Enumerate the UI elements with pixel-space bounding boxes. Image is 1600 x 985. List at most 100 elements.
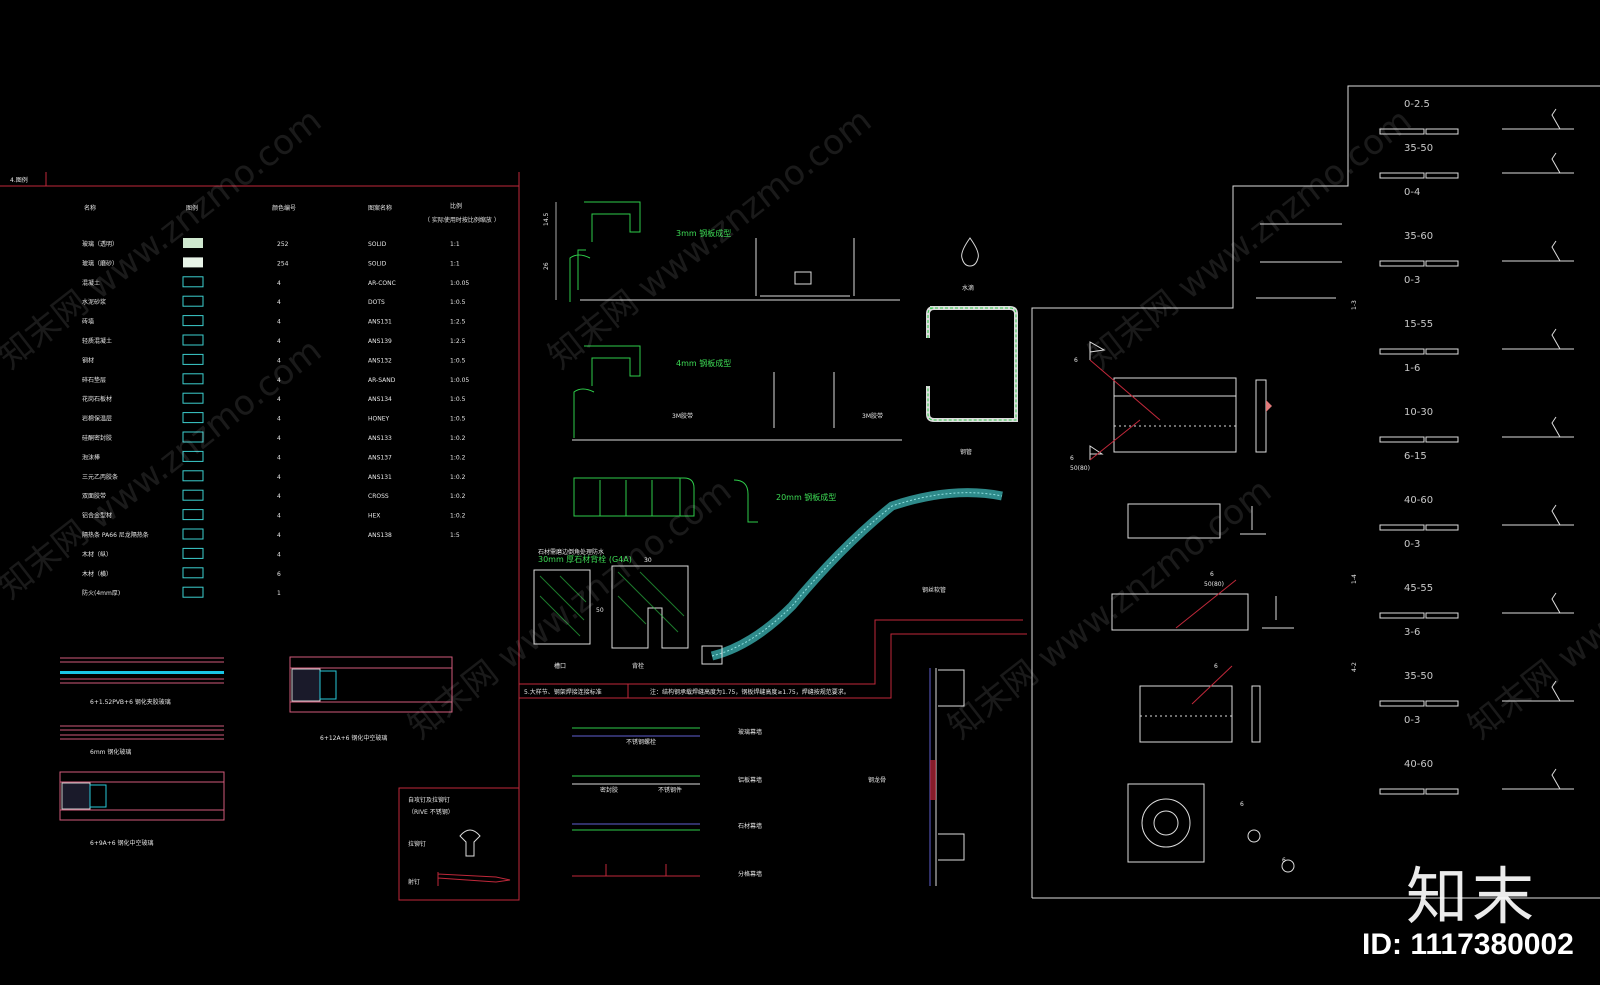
legend-row-name: 水泥砂浆: [82, 298, 106, 306]
weld-range-label: 1-6: [1404, 363, 1420, 374]
legend-section-title: 4.图例: [10, 176, 28, 184]
watermarks: 知末网 www.znzmo.com 知末网 www.znzmo.com 知末网 …: [0, 101, 1600, 747]
weld-range-row: 15-55: [1379, 319, 1574, 355]
watermark-7: 知末网 www.znzmo.com: [1461, 471, 1600, 747]
weld-joint-sketch: [1379, 700, 1459, 707]
legend-row-name: 砖墙: [82, 318, 94, 326]
weld-symbol-sketch: [1502, 768, 1574, 790]
legend-row-name: 岩棉保温层: [82, 415, 112, 423]
legend-row-name: 三元乙丙胶条: [82, 473, 118, 481]
legend-swatch: [182, 315, 204, 327]
legend-row-fill: ANS138: [368, 532, 392, 539]
legend-row-color: 4: [277, 299, 281, 306]
legend-row-name: 隔热条 PA66 尼龙隔热条: [82, 531, 149, 539]
drop-icon: [961, 237, 979, 267]
legend-swatch: [182, 470, 204, 482]
legend-row-fill: AR-CONC: [368, 280, 396, 287]
steel-tube: 钢管: [926, 306, 1018, 456]
legend-panel: 4.图例 名称 图例 颜色编号 图案名称 比例 （ 实际使用时按比例缩放 ） 玻…: [0, 172, 520, 900]
legend-row-color: 4: [277, 454, 281, 461]
weld-joint-sketch: [1379, 172, 1459, 179]
legend-row-fill: ANS139: [368, 338, 392, 345]
rivet-icon: [459, 829, 481, 857]
legend-header-fill: 图案名称: [368, 204, 392, 212]
weld-range-row: 0-3: [1404, 539, 1420, 550]
weld-range-row: 0-2.5: [1379, 99, 1574, 135]
panel-row-1: 玻璃幕墙: [738, 728, 762, 736]
weld-range-label: 3-6: [1404, 627, 1420, 638]
weld-range-row: 0-4: [1404, 187, 1420, 198]
weld-symbol-sketch: [1502, 504, 1574, 526]
legend-row-scale: 1:0.2: [450, 493, 466, 500]
legend-swatch: [182, 295, 204, 307]
legend-row-fill: DOTS: [368, 299, 385, 306]
legend-row-scale: 1:0.2: [450, 474, 466, 481]
weld-range-row: 40-60: [1379, 759, 1574, 795]
dim-14-5: 14.5: [543, 212, 550, 226]
weld-sub-1: 50(80): [1070, 465, 1090, 472]
legend-row: 木材（横）6: [82, 567, 281, 579]
legend-swatch: [182, 489, 204, 501]
legend-row-name: 钢材: [82, 356, 94, 364]
legend-row-scale: 1:0.2: [450, 454, 466, 461]
panel-row-2: 铝板幕墙: [738, 776, 762, 784]
legend-header-scale: 比例: [450, 202, 462, 210]
legend-row-color: 4: [277, 416, 281, 423]
weld-sym-2: 6: [1070, 455, 1074, 462]
legend-row-color: 4: [277, 474, 281, 481]
laminated-glass-label: 6+1.52PVB+6 钢化夹胶玻璃: [90, 698, 171, 706]
weld-sym-6: 6: [1282, 857, 1286, 864]
legend-swatch: [182, 509, 204, 521]
watermark-6: 知末网 www.znzmo.com: [941, 471, 1279, 747]
weld-range-label: 45-55: [1404, 583, 1433, 594]
insulated-glass-9a-section: 6+9A+6 钢化中空玻璃: [59, 771, 225, 847]
weld-range-label: 35-50: [1404, 143, 1433, 154]
panel-sub-1: 不锈钢螺栓: [626, 738, 656, 746]
legend-swatch: [182, 392, 204, 404]
weld-range-row: 10-30: [1379, 407, 1574, 443]
legend-row-name: 泡沫棒: [82, 453, 100, 461]
weld-group-2: 1-4: [1351, 574, 1358, 584]
legend-row-name: 防火(4mm厚): [82, 589, 120, 597]
weld-group-3: 4-2: [1351, 662, 1358, 672]
section5-header: 5.大样节、钢架焊接连接标准 注：结构钢承载焊缝高度为1.75，钢板焊缝高度≥1…: [519, 619, 1027, 699]
weld-joint-sketch: [1379, 260, 1459, 267]
weld-joint-sketch: [1379, 348, 1459, 355]
legend-row-color: 4: [277, 493, 281, 500]
weld-detail-frame: [1031, 85, 1600, 899]
brand-logo: 知末: [1406, 860, 1539, 933]
legend-row-name: 玻璃（透明）: [82, 240, 118, 248]
water-drop: 水滴: [961, 237, 979, 292]
section5-title: 5.大样节、钢架焊接连接标准: [524, 688, 602, 696]
weld-range-row: 3-6: [1404, 627, 1420, 638]
legend-row-fill: ANS131: [368, 319, 392, 326]
weld-range-row: 1-6: [1404, 363, 1420, 374]
legend-row-fill: AR-SAND: [368, 377, 396, 384]
weld-joint-sketch: [1379, 436, 1459, 443]
watermark-3: 知末网 www.znzmo.com: [1081, 101, 1419, 377]
stone-detail: 石材需磨边倒角处理防水 30mm 厚石材背栓 (G4A) 30 50 槽口 背栓: [533, 548, 689, 670]
weld-range-label: 6-15: [1404, 451, 1427, 462]
legend-swatch: [183, 238, 203, 248]
weld-range-label: 35-60: [1404, 231, 1433, 242]
nail-detail-box: 自攻钉及拉铆钉 （RIVE 不锈钢） 拉铆钉 射钉: [398, 787, 520, 901]
weld-joint-sketch: [1379, 524, 1459, 531]
hose-label: 钢丝软管: [922, 586, 946, 594]
legend-row-scale: 1:0.05: [450, 280, 469, 287]
weld-symbol-sketch: [1502, 152, 1574, 174]
legend-row-fill: ANS134: [368, 396, 392, 403]
gutter-profile: 20mm 钢板成型: [573, 477, 836, 523]
weld-group-1: 1-3: [1351, 300, 1358, 310]
weld-range-row: 6-15: [1404, 451, 1427, 462]
watermark-1: 知末网 www.znzmo.com: [0, 101, 329, 377]
nail-box-title: 自攻钉及拉铆钉: [408, 796, 450, 804]
legend-swatch: [182, 353, 204, 365]
legend-row-scale: 1:0.5: [450, 396, 466, 403]
single-glass-label: 6mm 钢化玻璃: [90, 748, 131, 756]
legend-row-scale: 1:2.5: [450, 338, 466, 345]
